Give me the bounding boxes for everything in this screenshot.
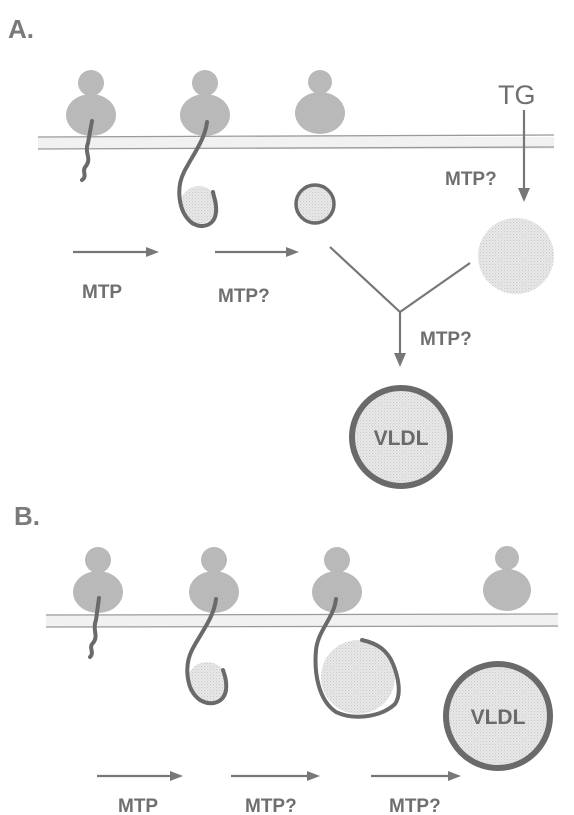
ribosome-small-subunit (192, 70, 218, 96)
ribosome-large-subunit (295, 92, 345, 134)
panel-b-er-membrane (45, 613, 559, 628)
ribosome-large-subunit (189, 571, 239, 613)
panel-b-ribosome-3 (312, 547, 401, 719)
ribosome-small-subunit (78, 70, 104, 96)
ribosome-large-subunit (180, 94, 230, 136)
apob-chain-wrapped (185, 597, 229, 706)
tg-arrow-label: MTP? (445, 169, 497, 190)
panel-a-step-label-1: MTP (82, 282, 122, 303)
lipid-droplet-small (187, 662, 227, 702)
panel-b: B. (14, 501, 559, 815)
panel-b-ribosome-2 (185, 547, 239, 706)
panel-b-ribosome-1 (73, 547, 123, 659)
ribosome-large-subunit (73, 571, 123, 613)
panel-a-vldl-label: VLDL (374, 427, 429, 450)
ribosome-small-subunit (308, 70, 332, 94)
tg-label: TG (498, 80, 536, 110)
lipid-droplet-medium (321, 640, 395, 714)
panel-b-step-label-3: MTP? (389, 796, 441, 815)
ribosome-large-subunit (66, 94, 116, 136)
ribosome-small-subunit (201, 547, 227, 573)
primordial-particle (294, 183, 336, 225)
apob-chain (80, 119, 94, 182)
panel-b-vldl-label: VLDL (471, 706, 526, 729)
panel-a-vldl-particle (349, 385, 453, 489)
tg-arrow (518, 110, 530, 202)
panel-a-ribosome-2 (177, 70, 230, 228)
panel-b-step-label-1: MTP (118, 796, 158, 815)
panel-b-step-label-2: MTP? (245, 796, 297, 815)
panel-a-ribosome-1 (66, 70, 116, 182)
panel-a: A. TG M (8, 14, 555, 489)
panel-a-label: A. (8, 14, 34, 44)
ribosome-large-subunit (483, 569, 531, 611)
panel-a-step-label-2: MTP? (218, 286, 270, 307)
panel-b-label: B. (14, 501, 40, 531)
panel-b-step-arrow-2 (231, 771, 320, 781)
lipid-droplet-small (180, 186, 218, 224)
panel-a-er-membrane (37, 134, 555, 150)
panel-b-vldl-particle (443, 661, 553, 771)
panel-a-ribosome-3 (294, 70, 345, 225)
panel-b-step-arrow-3 (371, 771, 461, 781)
panel-b-ribosome-4 (483, 546, 531, 611)
ribosome-large-subunit (312, 571, 362, 613)
panel-a-step-arrow-1 (73, 247, 159, 257)
apob-chain-wrapped (313, 597, 401, 719)
ribosome-small-subunit (324, 547, 350, 573)
panel-b-step-arrow-1 (97, 771, 183, 781)
ribosome-small-subunit (495, 546, 519, 570)
apob-chain-wrapped (177, 120, 219, 228)
panel-a-merge-arrow (329, 246, 471, 367)
apob-chain (88, 596, 101, 659)
tg-lipid-droplet (478, 218, 554, 294)
ribosome-small-subunit (85, 547, 111, 573)
panel-a-merge-label: MTP? (420, 329, 472, 350)
panel-a-step-arrow-2 (215, 247, 299, 257)
